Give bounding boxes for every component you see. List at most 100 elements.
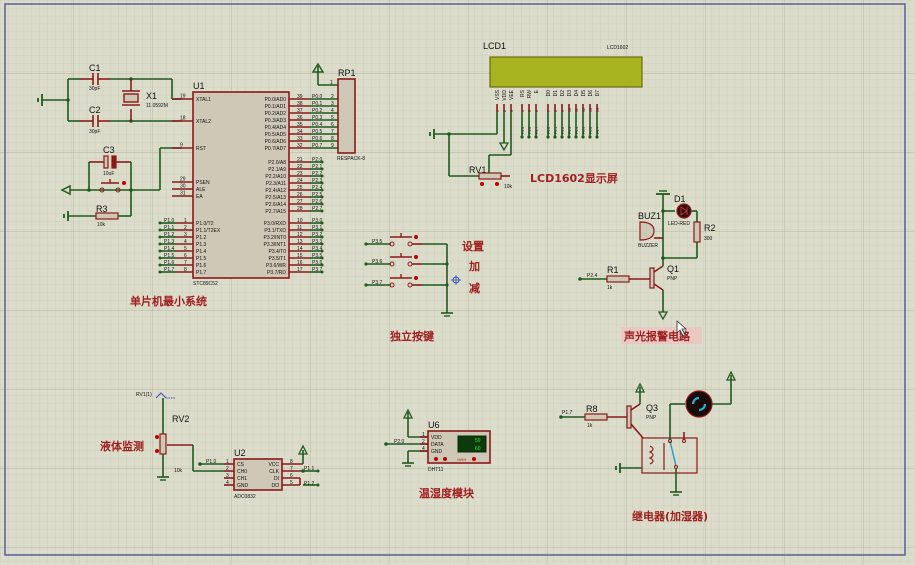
rp1-pin-number: 8 xyxy=(331,136,334,142)
rv1-ref: RV1 xyxy=(469,165,486,175)
net-terminal[interactable] xyxy=(595,135,599,139)
mouse-pointer-icon xyxy=(676,320,688,337)
net-terminal[interactable] xyxy=(158,270,162,274)
net-terminal[interactable] xyxy=(567,135,571,139)
net-label: P1.3 xyxy=(164,239,175,245)
push-button[interactable] xyxy=(389,233,418,247)
net-label: P3.2 xyxy=(312,232,323,238)
rp1-body[interactable] xyxy=(337,78,356,154)
rp1-pin-number: 6 xyxy=(331,122,334,128)
net-label: P1.0 xyxy=(206,459,217,465)
net-label: P0.6 xyxy=(589,127,593,134)
lcd-pin-name: D6 xyxy=(588,90,594,97)
u1-pin-name: P0.1/AD1 xyxy=(265,104,287,110)
c1-ref: C1 xyxy=(89,63,101,73)
c3-value: 10uF xyxy=(103,171,114,177)
net-terminal[interactable] xyxy=(158,263,162,267)
lcd-screen[interactable] xyxy=(489,56,643,88)
u1-pin-number: 36 xyxy=(297,115,303,121)
net-terminal[interactable] xyxy=(534,135,538,139)
dht-pin-name: GND xyxy=(431,449,443,455)
rp1-pin-number: 5 xyxy=(331,115,334,121)
u1-pin-number: 11 xyxy=(297,225,302,231)
dht-unit: %RH xyxy=(457,457,466,462)
rp1-part: RESPACK-8 xyxy=(337,156,365,162)
net-terminal[interactable] xyxy=(520,135,524,139)
title-lcd: LCD1602显示屏 xyxy=(530,172,618,185)
net-terminal[interactable] xyxy=(574,135,578,139)
net-terminal[interactable] xyxy=(320,174,324,178)
net-terminal[interactable] xyxy=(320,263,324,267)
buz-ref: BUZ1 xyxy=(638,211,661,221)
net-terminal[interactable] xyxy=(158,235,162,239)
net-terminal[interactable] xyxy=(158,249,162,253)
net-terminal[interactable] xyxy=(527,135,531,139)
net-terminal[interactable] xyxy=(581,135,585,139)
r3-ref: R3 xyxy=(96,204,108,214)
net-terminal[interactable] xyxy=(320,160,324,164)
move-cursor-icon xyxy=(451,275,461,285)
lcd-pin-number: 1 xyxy=(496,110,500,112)
net-terminal[interactable] xyxy=(320,228,324,232)
c1-value: 30pF xyxy=(89,86,100,92)
u1-pin-name: RST xyxy=(196,146,206,152)
lcd-pin-number: 14 xyxy=(596,108,600,112)
net-label: P0.1 xyxy=(554,127,558,134)
net-terminal[interactable] xyxy=(320,181,324,185)
net-label: P3.4 xyxy=(312,246,323,252)
net-terminal[interactable] xyxy=(158,228,162,232)
u2-pin-number: 5 xyxy=(290,480,293,486)
net-terminal[interactable] xyxy=(158,256,162,260)
u1-pin-number: 31 xyxy=(180,191,186,197)
net-label: P1.4 xyxy=(164,246,175,252)
u2-pin-name: DI xyxy=(274,476,279,482)
net-terminal[interactable] xyxy=(546,135,550,139)
keys-ground xyxy=(441,244,453,317)
u2-chip-body[interactable] xyxy=(233,458,283,491)
net-label: P2.5 xyxy=(312,192,323,198)
u1-pin-name: P0.6/AD6 xyxy=(265,139,287,145)
dht-pin-number: 2 xyxy=(422,439,425,445)
u1-pin-number: 8 xyxy=(184,267,187,273)
net-label: P0.7 xyxy=(312,143,323,149)
dht-temp-value: 59 xyxy=(475,438,481,444)
net-label: P2.2 xyxy=(312,171,323,177)
net-terminal[interactable] xyxy=(553,135,557,139)
u1-pin-name: P0.2/AD2 xyxy=(265,111,287,117)
net-terminal[interactable] xyxy=(316,469,320,473)
net-terminal[interactable] xyxy=(158,242,162,246)
u1-pin-number: 2 xyxy=(184,225,187,231)
net-terminal[interactable] xyxy=(320,256,324,260)
u1-pin-name: P1.0/T2 xyxy=(196,221,214,227)
net-terminal[interactable] xyxy=(560,135,564,139)
u1-pin-name: P3.3/INT1 xyxy=(263,242,286,248)
net-terminal[interactable] xyxy=(320,249,324,253)
net-terminal[interactable] xyxy=(320,221,324,225)
dht-pin-number: 4 xyxy=(422,446,425,452)
u1-pin-name: P0.7/AD7 xyxy=(265,146,287,152)
u1-chip-body[interactable] xyxy=(192,91,290,279)
net-terminal[interactable] xyxy=(320,209,324,213)
net-terminal[interactable] xyxy=(320,167,324,171)
net-terminal[interactable] xyxy=(158,221,162,225)
title-alarm: 声光报警电路 xyxy=(623,329,691,343)
r8-net: P1.7 xyxy=(562,410,573,416)
relay-circuit xyxy=(559,370,737,496)
net-terminal[interactable] xyxy=(316,483,320,487)
net-label: P2.7 xyxy=(312,206,323,212)
dht-pin-number: 1 xyxy=(422,432,425,438)
net-terminal[interactable] xyxy=(320,195,324,199)
net-terminal[interactable] xyxy=(320,202,324,206)
net-terminal[interactable] xyxy=(320,235,324,239)
rv2-value: 10k xyxy=(174,468,183,474)
u1-pin-number: 9 xyxy=(180,143,183,149)
u6-part: DHT11 xyxy=(428,467,444,473)
net-terminal[interactable] xyxy=(320,270,324,274)
u1-pin-name: P3.0/RXD xyxy=(264,221,287,227)
net-terminal[interactable] xyxy=(320,188,324,192)
net-terminal[interactable] xyxy=(588,135,592,139)
net-terminal[interactable] xyxy=(320,242,324,246)
